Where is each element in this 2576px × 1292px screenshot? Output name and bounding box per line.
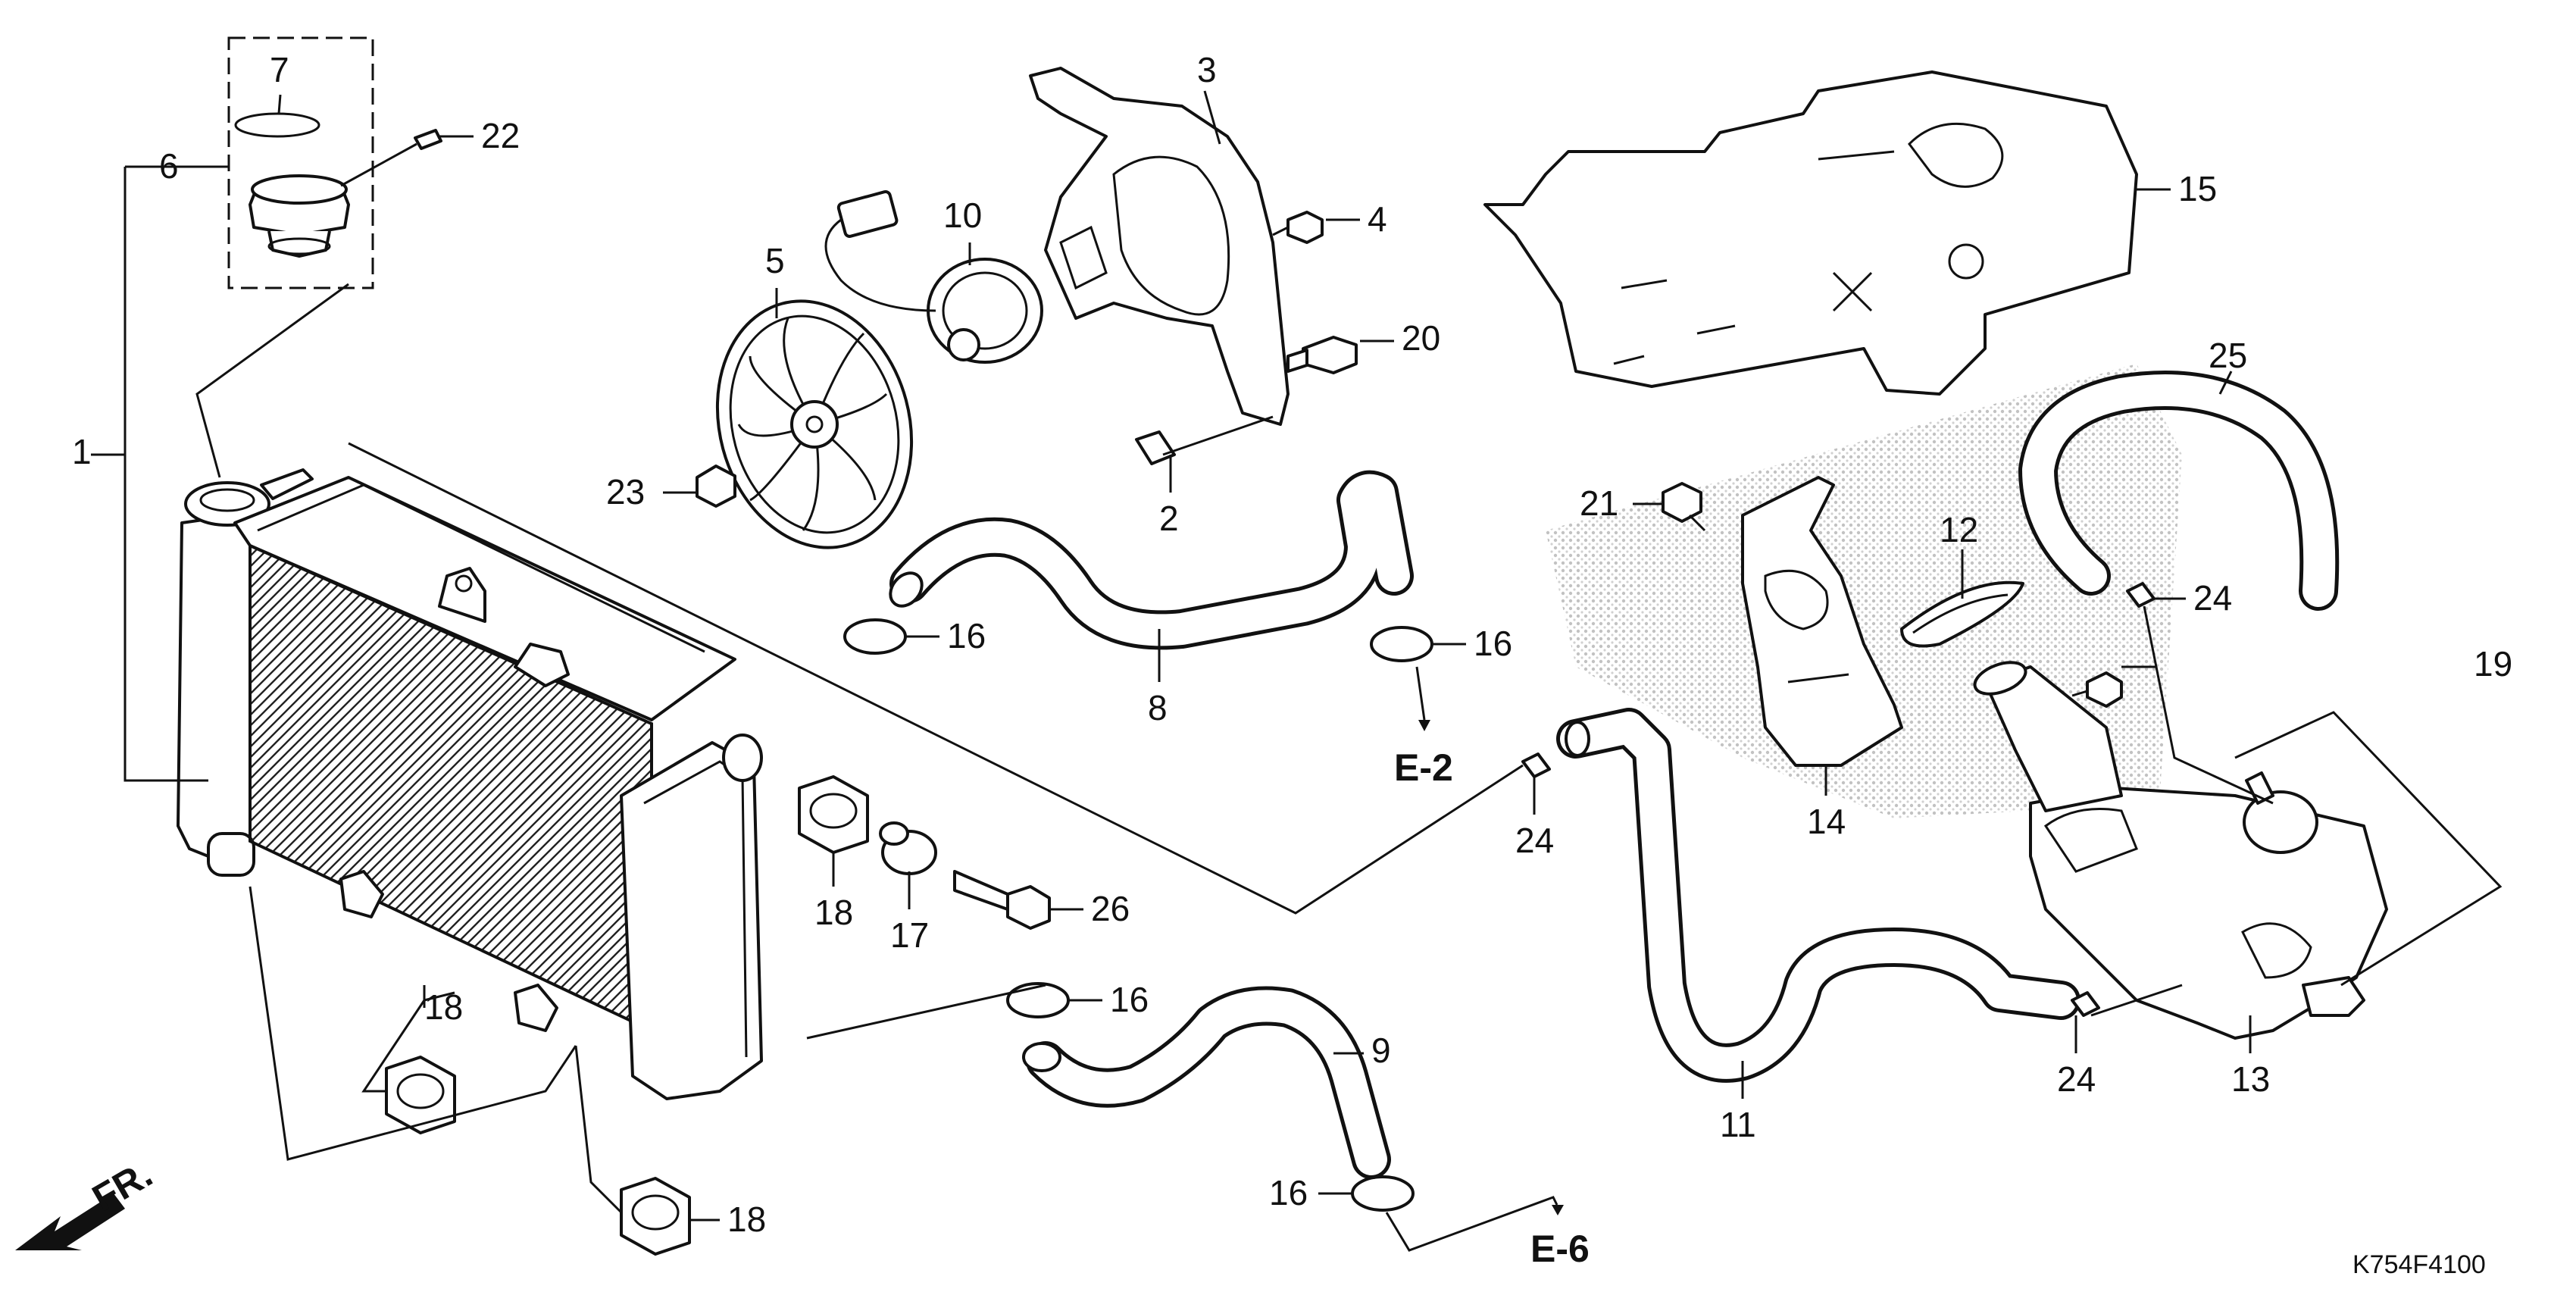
fan-shroud [1029, 67, 1290, 426]
clip-2 [1135, 430, 1176, 465]
radiator-cap-assembly [227, 36, 442, 289]
grommets-and-collars [385, 582, 2156, 1256]
callout-8: 8 [1148, 688, 1168, 727]
callout-12: 12 [1940, 510, 1978, 549]
cooling-fan [715, 299, 914, 549]
callout-16-d: 16 [1269, 1173, 1308, 1212]
callout-18-b: 18 [424, 987, 463, 1027]
callout-15: 15 [2178, 169, 2217, 208]
bolt-19 [2071, 671, 2123, 708]
reference-e2: E-2 [1394, 746, 1453, 789]
front-arrow-indicator: FR. [15, 1153, 159, 1250]
callout-16-c: 16 [1110, 980, 1149, 1019]
hose-9 [1022, 986, 1391, 1179]
diagram-code: K754F4100 [2352, 1250, 2486, 1279]
radiator [177, 468, 763, 1100]
callout-3: 3 [1197, 50, 1217, 89]
callout-17: 17 [890, 915, 929, 955]
bolt-21 [1662, 482, 1706, 532]
band-12 [1900, 580, 2024, 648]
callout-16-b: 16 [1474, 624, 1512, 663]
callout-4: 4 [1368, 199, 1387, 239]
callout-10: 10 [943, 196, 982, 235]
callout-26: 26 [1091, 889, 1130, 928]
callout-9: 9 [1371, 1031, 1391, 1070]
hose-8 [889, 470, 1414, 650]
callout-24-a: 24 [1515, 821, 1554, 860]
reference-e6: E-6 [1530, 1228, 1590, 1270]
bolt-20 [1286, 336, 1358, 374]
callout-23: 23 [606, 472, 645, 511]
callout-1: 1 [72, 432, 92, 471]
callout-20: 20 [1402, 318, 1440, 358]
cross-references: E-2 E-6 [1394, 746, 1590, 1270]
callout-2: 2 [1159, 499, 1179, 538]
callout-18-a: 18 [814, 893, 853, 932]
callout-13: 13 [2231, 1059, 2270, 1099]
leader-lines [91, 90, 2503, 1252]
reservoir-bracket [1741, 476, 1903, 767]
hose-25 [2018, 371, 2340, 611]
callout-18-c: 18 [727, 1200, 766, 1239]
hose-clamps [843, 618, 1433, 1212]
callout-6: 6 [159, 146, 179, 186]
callout-21: 21 [1580, 483, 1618, 523]
callout-7: 7 [270, 50, 289, 89]
fan-motor [824, 190, 1043, 364]
callout-16-a: 16 [947, 616, 986, 655]
cover-plate [1483, 70, 2138, 396]
hose-11 [1556, 708, 2080, 1083]
bolt-4 [1272, 211, 1324, 244]
reservoir-tank [1973, 661, 2388, 1040]
callout-24-c: 24 [2057, 1059, 2096, 1099]
callout-14: 14 [1807, 802, 1846, 841]
callout-11: 11 [1720, 1105, 1756, 1144]
nut-23 [696, 465, 736, 508]
callout-22: 22 [481, 116, 520, 155]
callout-5: 5 [765, 241, 785, 280]
callout-24-b: 24 [2193, 578, 2232, 618]
callout-19: 19 [2474, 644, 2512, 684]
callout-labels: 1 2 3 4 5 6 7 8 9 10 11 12 13 14 15 16 1… [72, 50, 2512, 1239]
callout-25: 25 [2209, 336, 2247, 375]
